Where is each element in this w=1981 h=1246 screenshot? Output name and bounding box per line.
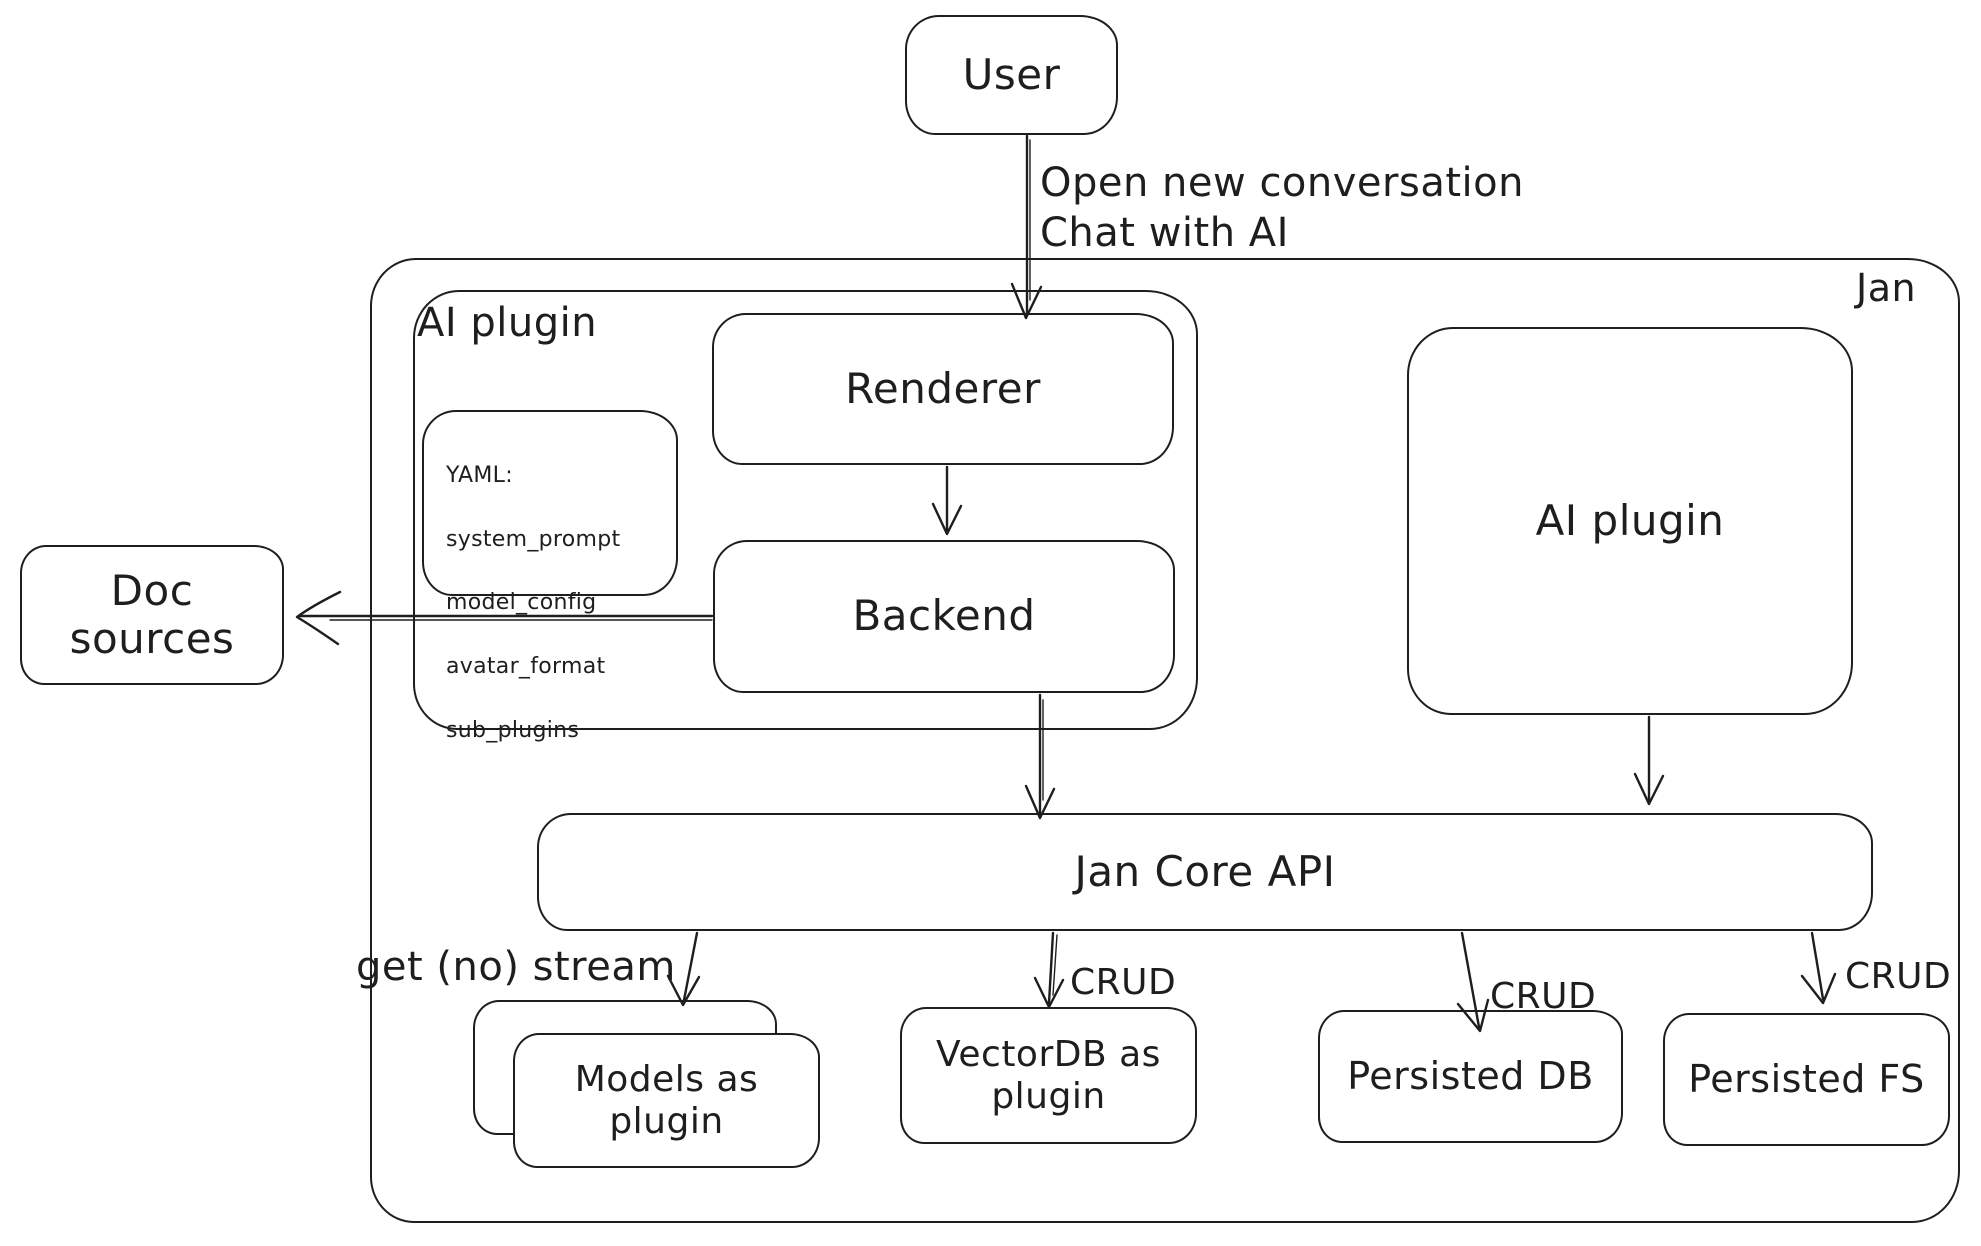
doc-sources-node: Doc sources bbox=[20, 545, 284, 685]
models-plugin-node: Models as plugin bbox=[513, 1033, 820, 1168]
edge-label-crud-persisted-fs: CRUD bbox=[1845, 956, 1952, 997]
renderer-node: Renderer bbox=[712, 313, 1174, 465]
yaml-note: YAML: system_prompt model_config avatar_… bbox=[422, 410, 678, 743]
ai-plugin-left-label: AI plugin bbox=[417, 300, 598, 346]
edge-label-crud-vectordb: CRUD bbox=[1070, 962, 1177, 1003]
jan-container bbox=[370, 258, 1960, 1223]
persisted-db-node-label: Persisted DB bbox=[1347, 1053, 1594, 1098]
vectordb-plugin-node: VectorDB as plugin bbox=[900, 1007, 1197, 1144]
models-plugin-node-label: Models as plugin bbox=[574, 1059, 759, 1142]
user-node-label: User bbox=[962, 49, 1061, 99]
persisted-db-node: Persisted DB bbox=[1318, 1010, 1623, 1143]
edge-label-user-to-renderer: Open new conversation Chat with AI bbox=[1040, 158, 1524, 258]
edge-label-get-no-stream: get (no) stream bbox=[356, 944, 676, 990]
jan-container-label: Jan bbox=[1856, 266, 1917, 310]
doc-sources-node-label: Doc sources bbox=[69, 565, 235, 663]
yaml-note-line: system_prompt bbox=[446, 526, 621, 552]
ai-plugin-right-node-label: AI plugin bbox=[1535, 495, 1725, 545]
backend-node: Backend bbox=[713, 540, 1175, 693]
yaml-note-line: YAML: bbox=[446, 462, 513, 488]
edge-label-crud-persisted-db: CRUD bbox=[1490, 976, 1597, 1017]
yaml-note-text: YAML: system_prompt model_config avatar_… bbox=[446, 428, 620, 779]
edge-label-open-conversation: Open new conversation bbox=[1040, 160, 1524, 206]
edge-label-chat-with-ai: Chat with AI bbox=[1040, 210, 1289, 256]
yaml-note-line: avatar_format bbox=[446, 654, 606, 680]
yaml-note-line: sub_plugins bbox=[446, 718, 580, 744]
jan-core-api-node-label: Jan Core API bbox=[1074, 846, 1336, 896]
backend-node-label: Backend bbox=[852, 591, 1036, 641]
persisted-fs-node: Persisted FS bbox=[1663, 1013, 1950, 1146]
vectordb-plugin-node-label: VectorDB as plugin bbox=[936, 1034, 1161, 1117]
renderer-node-label: Renderer bbox=[845, 363, 1041, 413]
persisted-fs-node-label: Persisted FS bbox=[1688, 1056, 1925, 1101]
ai-plugin-right-node: AI plugin bbox=[1407, 327, 1853, 715]
jan-core-api-node: Jan Core API bbox=[537, 813, 1873, 931]
user-node: User bbox=[905, 15, 1118, 135]
yaml-note-line: model_config bbox=[446, 590, 597, 616]
ai-plugin-left-container bbox=[413, 290, 1198, 730]
